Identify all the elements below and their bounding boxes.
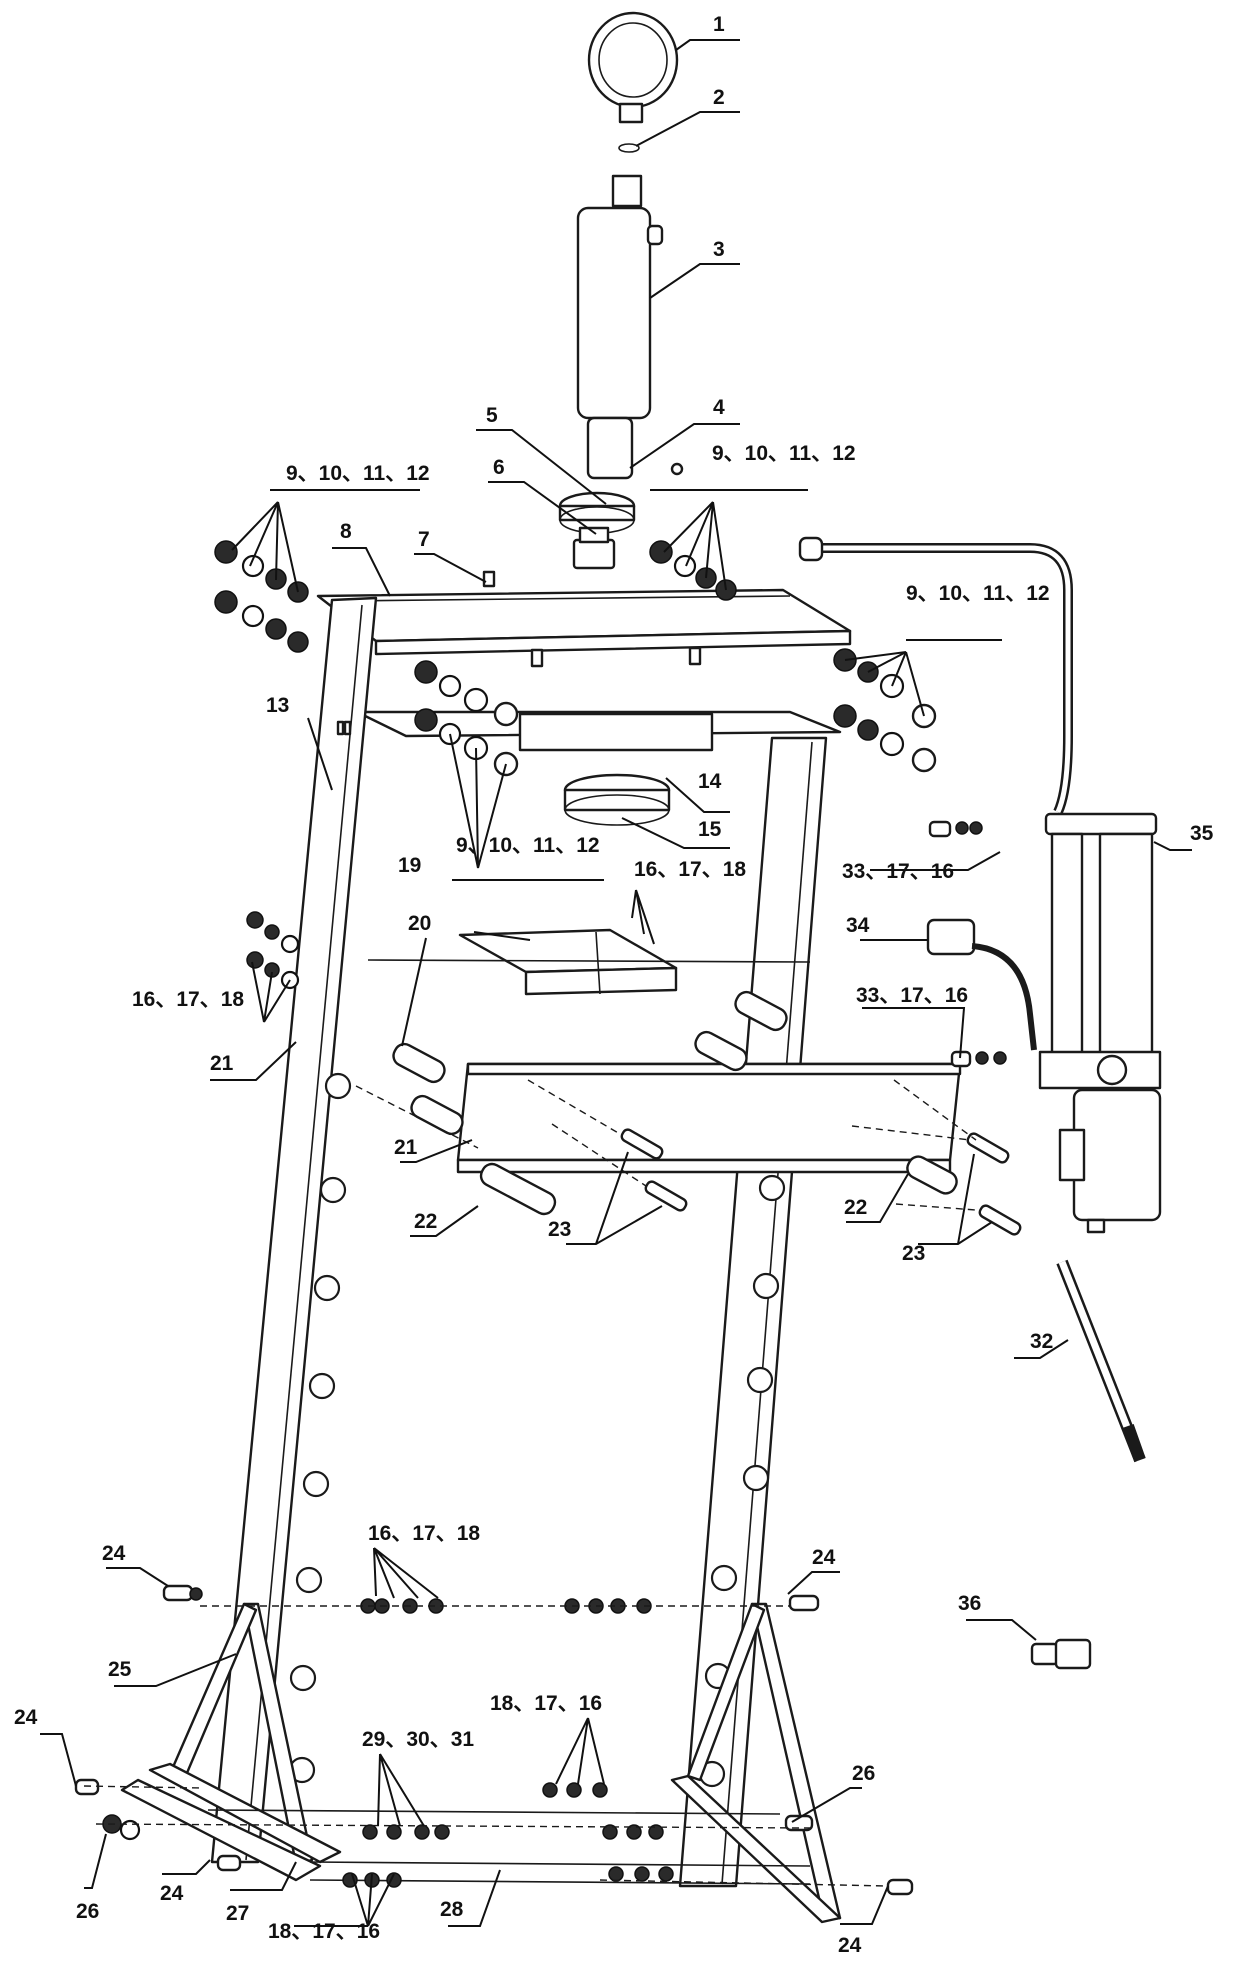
foot-bolts: [74, 1584, 914, 1896]
callout-9-right-mid: 9、10、11、12: [906, 582, 1050, 605]
callout-20: 20: [408, 912, 431, 935]
callout-9-left-mid: 9、10、11、12: [456, 834, 600, 857]
callout-2: 2: [713, 86, 725, 109]
column-slots: [336, 720, 352, 736]
left-column-holes: [288, 1072, 352, 1784]
callout-21-left: 21: [210, 1052, 234, 1075]
callout-22-right: 22: [844, 1196, 867, 1219]
crossbar-rail: [367, 959, 811, 963]
callout-23-right: 23: [902, 1242, 925, 1265]
callout-16-top: 16、17、18: [634, 858, 746, 881]
callout-22-left: 22: [414, 1210, 437, 1233]
air-valve: [926, 918, 1037, 1051]
callout-33-upper: 33、17、16: [842, 860, 954, 883]
callout-labels: 1 2 3 4 5 6 7 8 9、10、11、12 9、10、11、12 9、…: [14, 13, 1214, 1957]
table-pins: [392, 990, 958, 1216]
callout-16-left: 16、17、18: [132, 988, 244, 1011]
base-dashed-axes: [83, 1605, 889, 1887]
callout-35: 35: [1190, 822, 1214, 845]
callout-24-far-left: 24: [14, 1706, 38, 1729]
callout-34: 34: [846, 914, 870, 937]
pump-mounting-bolts: [928, 820, 1007, 1068]
callout-28: 28: [440, 1898, 464, 1921]
right-foot: [670, 1602, 842, 1924]
callout-24-lower-right: 24: [838, 1934, 862, 1957]
callout-21-table: 21: [394, 1136, 418, 1159]
callout-27: 27: [226, 1902, 249, 1925]
callout-6: 6: [493, 456, 505, 479]
callout-14: 14: [698, 770, 722, 793]
lower-ring: [563, 773, 671, 826]
callout-24-upper-left: 24: [102, 1542, 126, 1565]
bolt-group-mid-right: [833, 648, 937, 773]
callout-23-left: 23: [548, 1218, 571, 1241]
callout-19: 19: [398, 854, 421, 877]
plunger-cap: [670, 462, 684, 476]
callout-13: 13: [266, 694, 289, 717]
callout-7: 7: [418, 528, 430, 551]
callout-26-left: 26: [76, 1900, 99, 1923]
nut-adapter: [572, 526, 616, 570]
dashed-axes-table: [355, 1079, 977, 1211]
callout-24-lower-left: 24: [160, 1882, 184, 1905]
callout-5: 5: [486, 404, 498, 427]
callout-15: 15: [698, 818, 722, 841]
callout-9-right-upper: 9、10、11、12: [712, 442, 856, 465]
callout-26-right: 26: [852, 1762, 875, 1785]
pump-handle: [1056, 1259, 1146, 1463]
hydraulic-cylinder: [576, 174, 664, 480]
callout-29: 29、30、31: [362, 1728, 474, 1751]
air-hydraulic-pump: [1038, 812, 1162, 1234]
pressure-gauge: [587, 11, 679, 124]
top-crossbeam: [316, 588, 852, 656]
press-ring: [558, 491, 636, 534]
callout-16-base: 16、17、18: [368, 1522, 480, 1545]
callout-33-lower: 33、17、16: [856, 984, 968, 1007]
callout-18-base-low: 18、17、16: [268, 1920, 380, 1943]
callout-8: 8: [340, 520, 352, 543]
bolt-group-upper-left: [214, 540, 309, 653]
right-column-holes: [698, 1174, 786, 1788]
hydraulic-hose: [798, 536, 1073, 815]
callout-18-base-mid: 18、17、16: [490, 1692, 602, 1715]
right-column: [678, 736, 828, 1888]
work-table: [456, 1062, 962, 1174]
callout-4: 4: [713, 396, 725, 419]
callout-24-upper-right: 24: [812, 1546, 836, 1569]
seal-ring: [618, 143, 640, 153]
table-bolts: [620, 1128, 1022, 1236]
callout-9-left-upper: 9、10、11、12: [286, 462, 430, 485]
bolt-7: [482, 570, 702, 668]
leader-lines: [40, 39, 1192, 1927]
callout-3: 3: [713, 238, 725, 261]
callout-1: 1: [713, 13, 725, 36]
upper-plate: [355, 710, 842, 752]
callout-32: 32: [1030, 1330, 1053, 1353]
bolt-group-upper-right: [649, 540, 737, 601]
callout-25: 25: [108, 1658, 132, 1681]
quick-coupler: [1030, 1638, 1092, 1670]
callout-36: 36: [958, 1592, 981, 1615]
